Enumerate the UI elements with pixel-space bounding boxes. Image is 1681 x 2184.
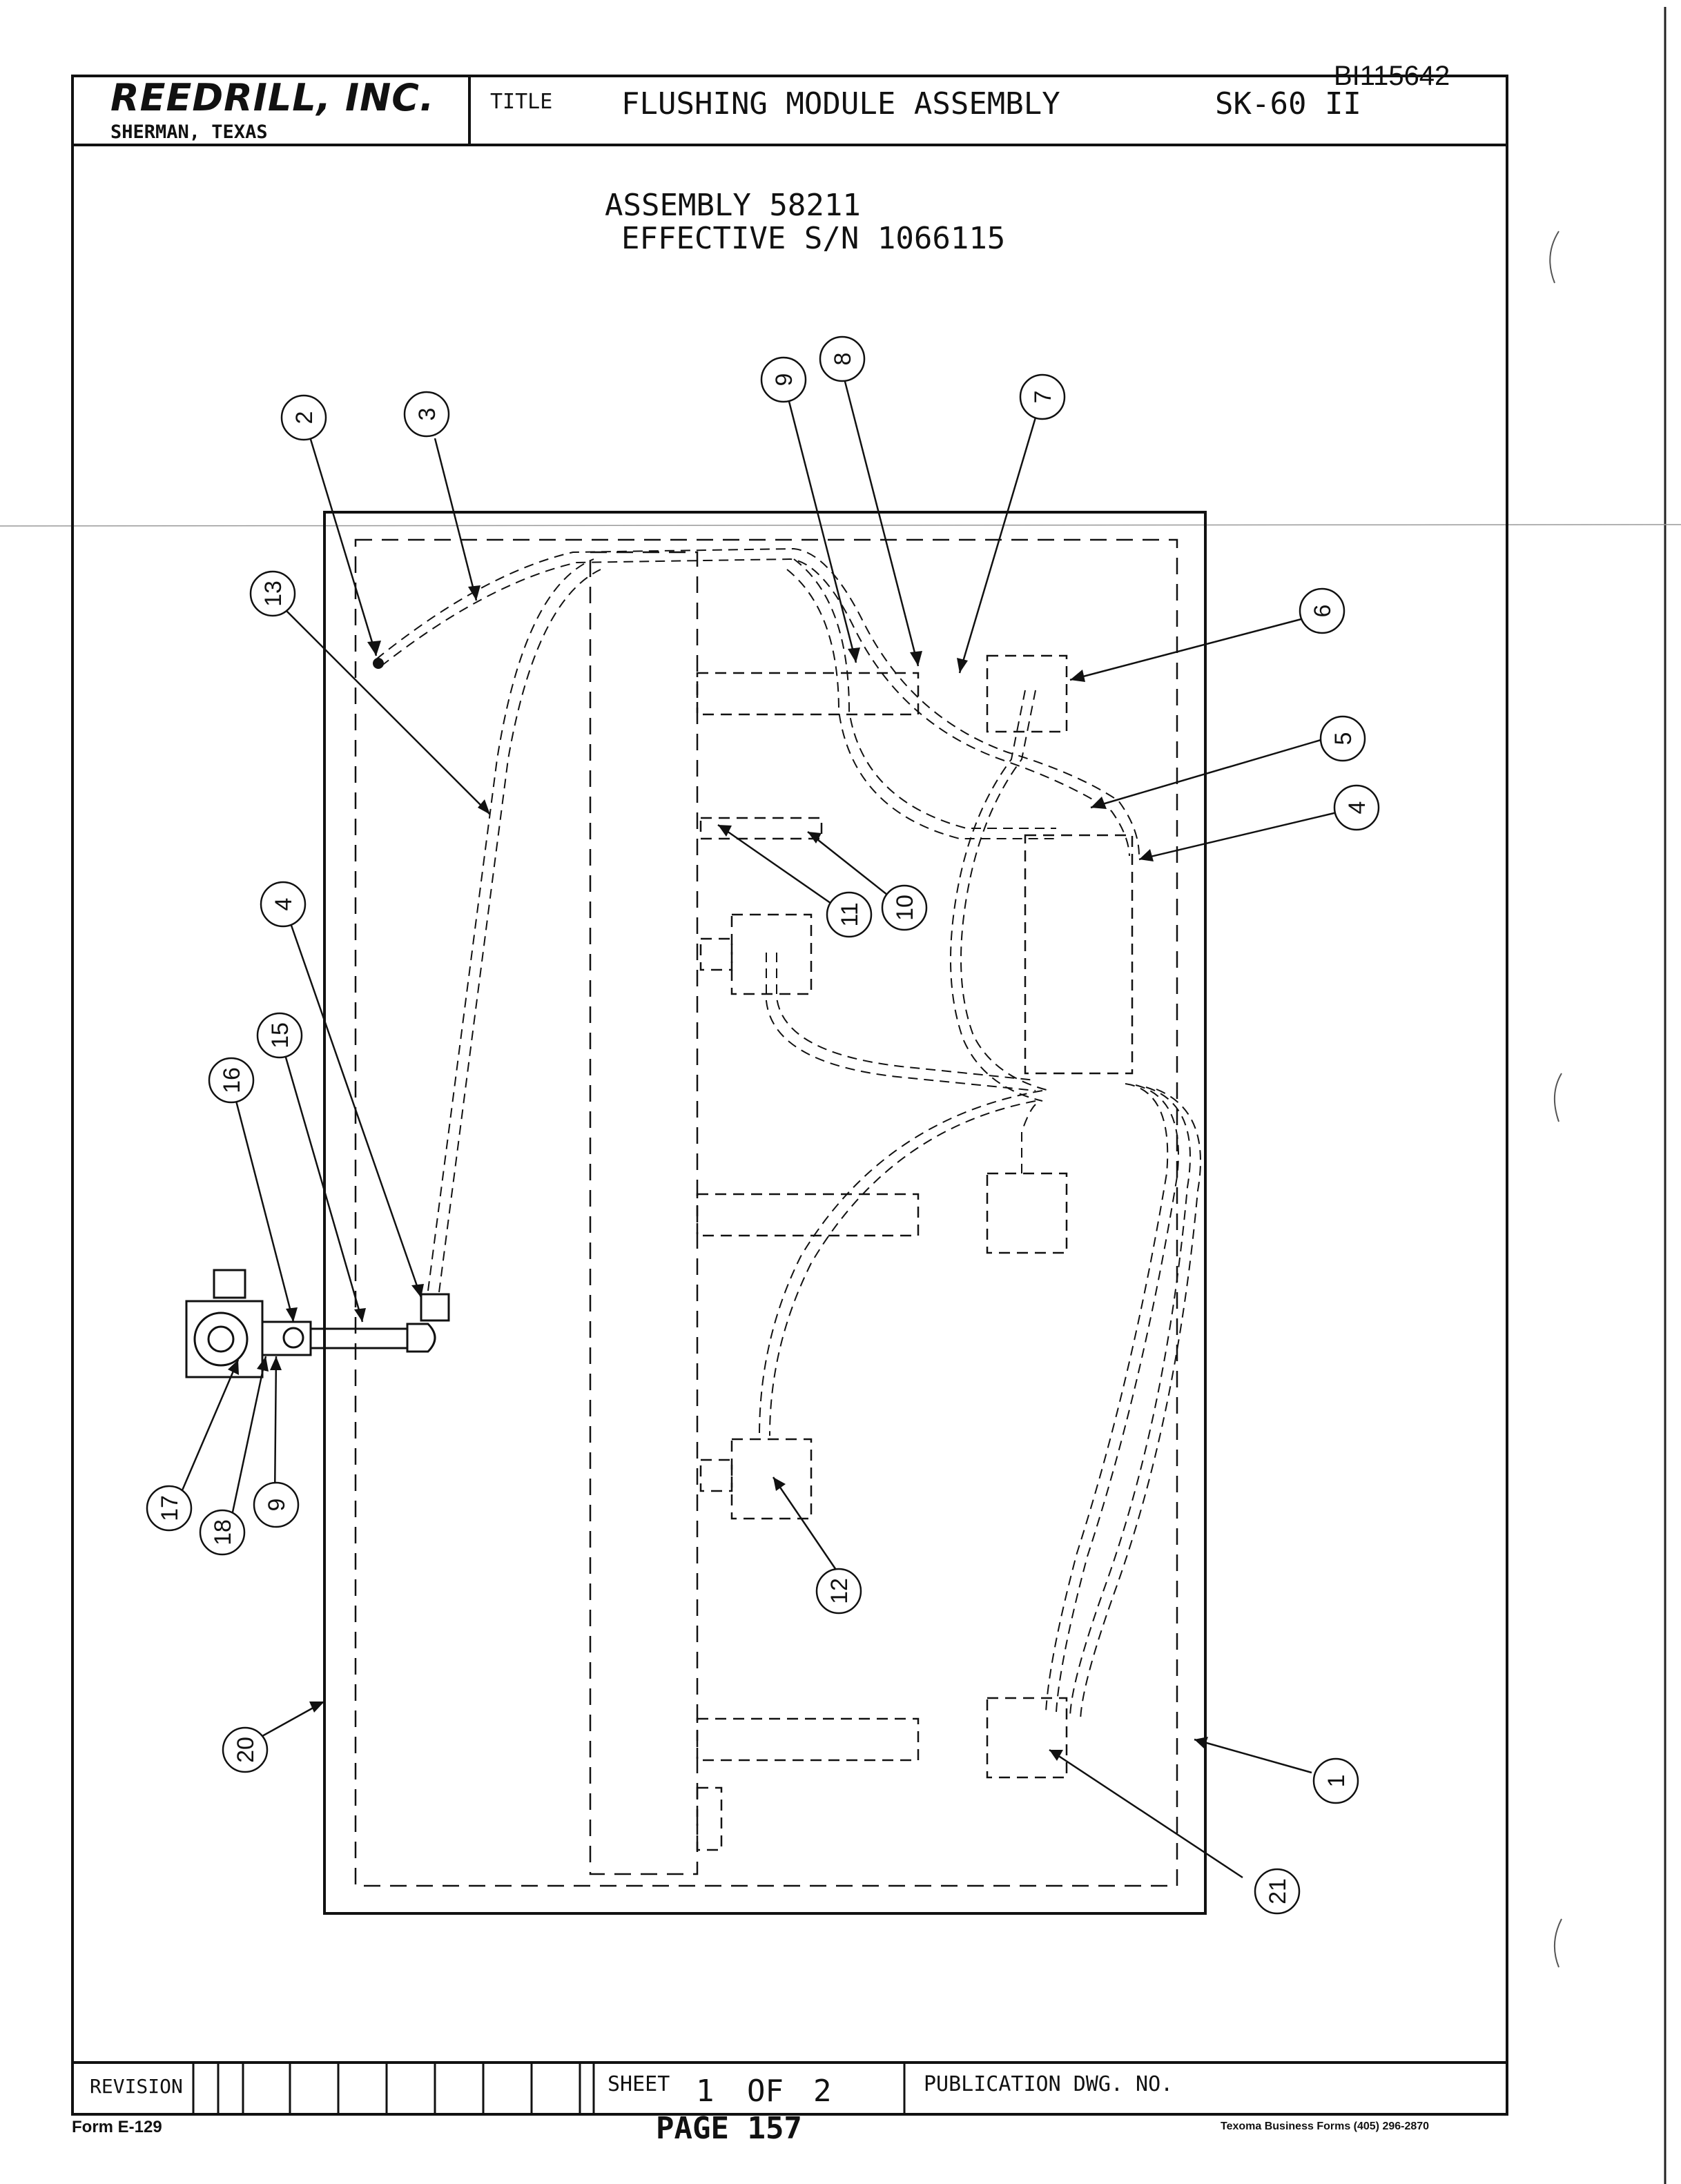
drawing-frame <box>71 75 1508 2116</box>
printer-credit: Texoma Business Forms (405) 296-2870 <box>1221 2120 1430 2132</box>
svg-text:7: 7 <box>1030 391 1056 404</box>
callout-9b <box>253 1481 300 1528</box>
callout-9a <box>760 356 807 403</box>
callout-7 <box>1019 373 1066 420</box>
svg-text:10: 10 <box>892 895 918 921</box>
sheet-of-label: OF <box>747 2074 784 2109</box>
document-id: BI115642 <box>1334 61 1450 91</box>
svg-text:4: 4 <box>1344 801 1370 815</box>
svg-text:13: 13 <box>260 581 286 607</box>
form-number: Form E-129 <box>72 2118 162 2136</box>
callout-5 <box>1319 715 1366 762</box>
callout-8 <box>819 335 866 382</box>
svg-text:20: 20 <box>233 1737 259 1763</box>
company-location: SHERMAN, TEXAS <box>110 121 268 143</box>
callout-16 <box>208 1057 255 1104</box>
svg-text:16: 16 <box>219 1067 245 1093</box>
callout-21 <box>1254 1868 1301 1915</box>
svg-text:2: 2 <box>291 411 318 425</box>
svg-text:12: 12 <box>826 1578 853 1604</box>
assembly-number: ASSEMBLY 58211 <box>605 188 861 223</box>
callout-20 <box>222 1726 269 1773</box>
svg-text:8: 8 <box>830 353 856 366</box>
gauge-assembly <box>185 1269 450 1378</box>
revision-label: REVISION <box>90 2075 183 2098</box>
svg-text:4: 4 <box>271 898 297 911</box>
callout-12 <box>815 1568 862 1615</box>
callout-2 <box>280 394 327 441</box>
svg-text:9: 9 <box>771 373 797 387</box>
callout-4a <box>260 881 307 928</box>
page-number: PAGE 157 <box>656 2111 802 2146</box>
svg-text:5: 5 <box>1330 732 1357 745</box>
svg-text:15: 15 <box>267 1022 293 1049</box>
callout-10 <box>881 884 928 931</box>
svg-text:11: 11 <box>837 902 863 926</box>
svg-text:6: 6 <box>1310 605 1336 618</box>
callout-18 <box>199 1509 246 1556</box>
punch-hole-mark <box>1549 231 1559 284</box>
callout-13 <box>249 570 296 617</box>
svg-text:1: 1 <box>1323 1775 1350 1788</box>
model-number: SK-60 II <box>1215 86 1361 121</box>
callout-1 <box>1312 1757 1359 1804</box>
svg-text:3: 3 <box>414 408 440 421</box>
punch-hole-mark <box>1553 1918 1562 1968</box>
sheet-number: 1 <box>696 2074 715 2109</box>
svg-text:9: 9 <box>264 1499 290 1512</box>
callout-11 <box>826 891 873 938</box>
sheet-label: SHEET <box>608 2072 670 2096</box>
callout-17 <box>146 1485 193 1532</box>
title-label: TITLE <box>490 90 553 114</box>
sheet-total: 2 <box>813 2074 832 2109</box>
punch-hole-mark <box>1553 1073 1562 1122</box>
callout-4b <box>1333 784 1380 831</box>
svg-text:21: 21 <box>1265 1878 1291 1904</box>
drawing-title: FLUSHING MODULE ASSEMBLY <box>621 86 1060 121</box>
callout-15 <box>256 1012 303 1059</box>
callout-3 <box>403 391 450 438</box>
publication-label: PUBLICATION DWG. NO. <box>924 2072 1174 2096</box>
company-name: REEDRILL, INC. <box>110 76 435 119</box>
effective-serial: EFFECTIVE S/N 1066115 <box>621 221 1006 256</box>
svg-text:17: 17 <box>157 1495 183 1521</box>
svg-text:18: 18 <box>210 1519 236 1546</box>
callout-6 <box>1299 587 1345 634</box>
